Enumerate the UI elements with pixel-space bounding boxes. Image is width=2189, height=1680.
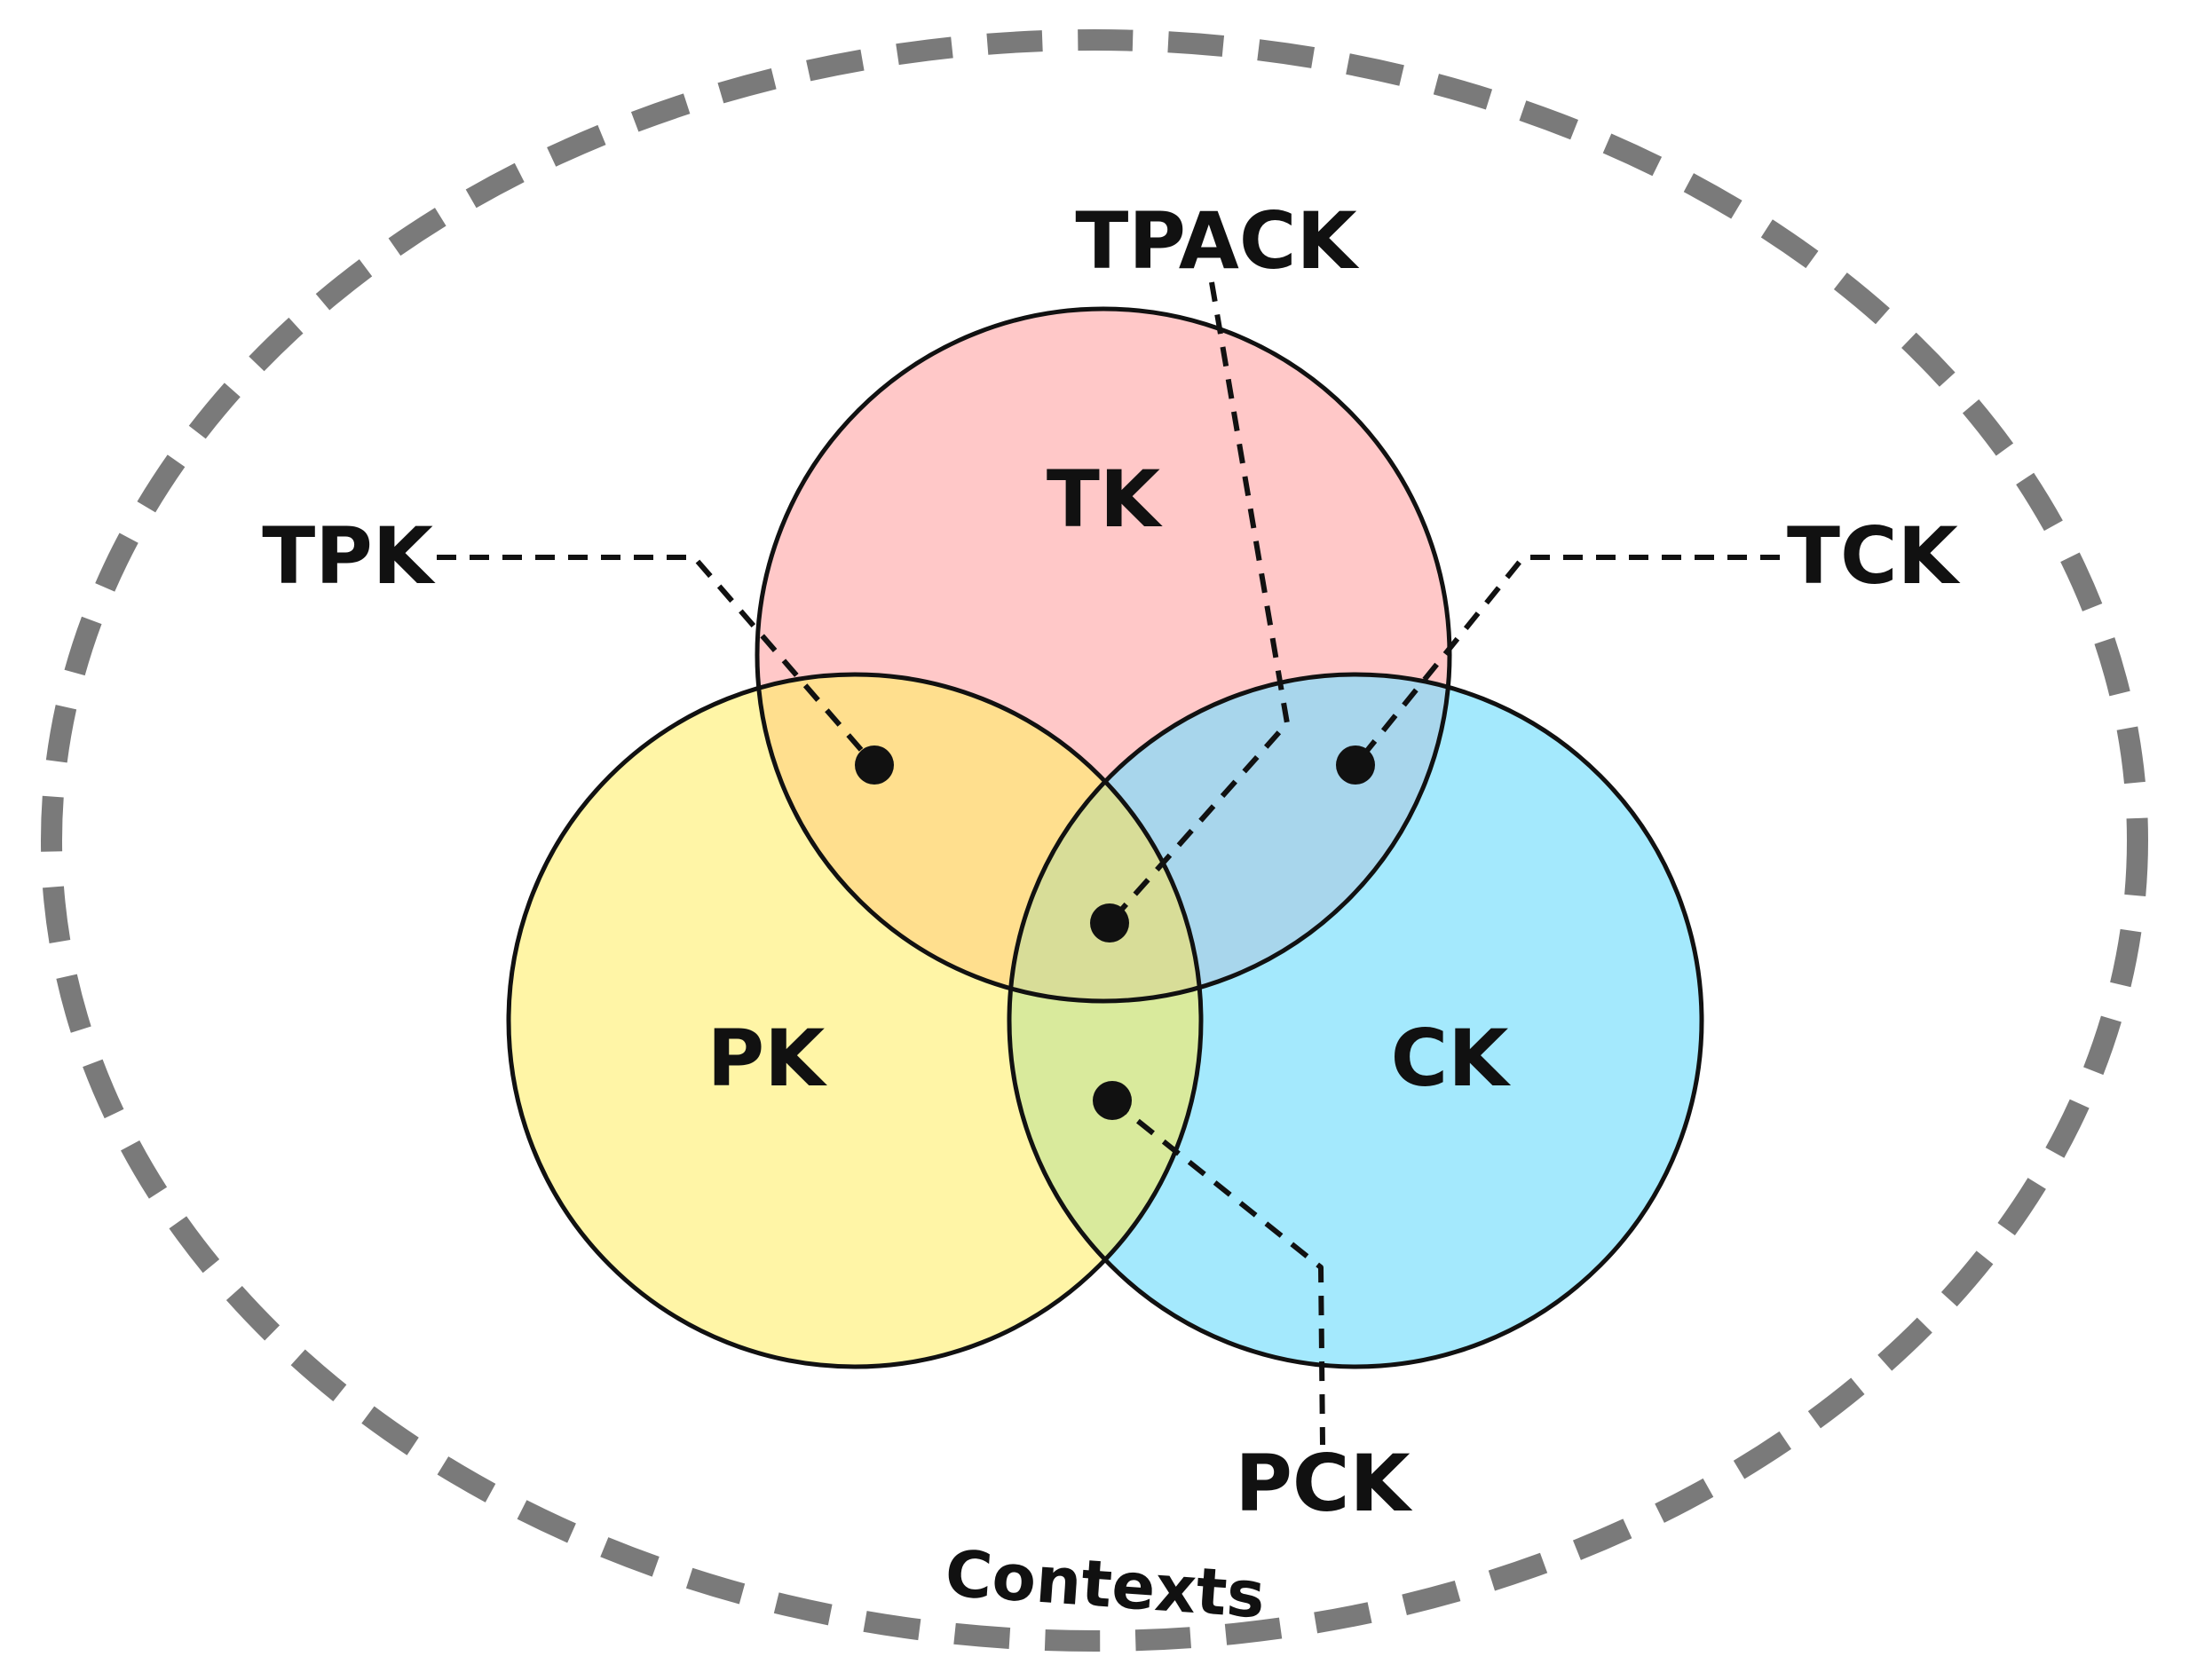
contexts-boundary <box>41 29 2148 1652</box>
tpack-dot <box>1090 903 1129 943</box>
tck-label: TCK <box>1787 510 1961 602</box>
pck-leader-line <box>1110 1098 1325 1446</box>
tpk-overlap <box>757 674 1201 1001</box>
tck-overlap <box>1009 674 1450 1001</box>
ck-label: CK <box>1391 1013 1512 1104</box>
tpk-leader-line <box>437 555 877 767</box>
tpk-label: TPK <box>262 510 436 602</box>
tpack-leader-line <box>1107 281 1290 925</box>
tpack-label: TPACK <box>1075 195 1359 287</box>
pk-circle-outline <box>506 672 1204 1369</box>
contexts-label: Contexts <box>943 1536 1268 1633</box>
ck-circle-outline <box>1007 672 1704 1369</box>
pk-label: PK <box>707 1013 827 1104</box>
tk-circle-outline <box>755 306 1452 1004</box>
tck-leader-line <box>1353 555 1780 767</box>
tpk-dot <box>855 745 894 785</box>
pck-dot <box>1093 1081 1132 1120</box>
pck-label: PCK <box>1235 1438 1412 1529</box>
tck-dot <box>1336 745 1375 785</box>
tk-label: TK <box>1047 454 1163 545</box>
